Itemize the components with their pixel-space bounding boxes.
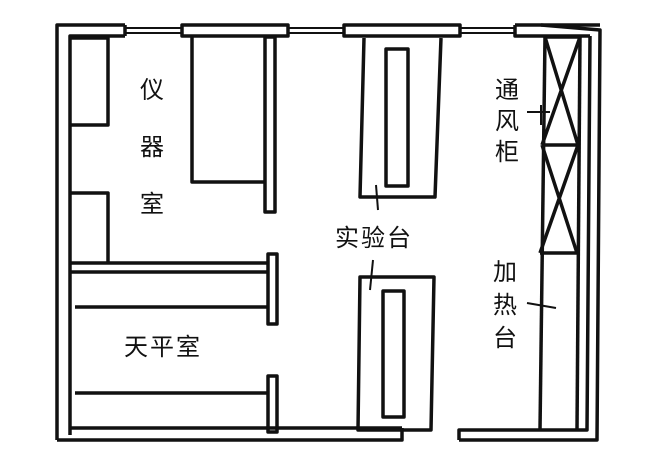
label-char: 热: [493, 291, 517, 319]
label-char: 仪: [140, 76, 164, 104]
fume-hood: [538, 35, 582, 431]
label-char: 室: [140, 190, 164, 218]
label-balance-room: 天平室: [124, 333, 202, 361]
label-char: 台: [493, 324, 517, 352]
instrument-room-cabinets: [70, 35, 277, 262]
label-char: 加: [493, 258, 517, 286]
windows: [125, 27, 515, 34]
label-heating-bench: 加 热 台: [492, 260, 518, 364]
label-char: 柜: [495, 138, 519, 166]
label-char: 通: [495, 76, 519, 104]
label-char: 风: [495, 107, 519, 135]
label-char: 器: [140, 133, 164, 161]
leader-lines: [369, 105, 557, 309]
partition-walls: [70, 252, 279, 434]
lab-bench-top: [358, 37, 443, 199]
label-instrument-room: 仪 器 室: [139, 78, 165, 230]
lab-bench-bottom: [356, 275, 436, 432]
label-lab-bench: 实验台: [335, 224, 413, 252]
label-fume-hood: 通 风 柜: [494, 78, 520, 178]
